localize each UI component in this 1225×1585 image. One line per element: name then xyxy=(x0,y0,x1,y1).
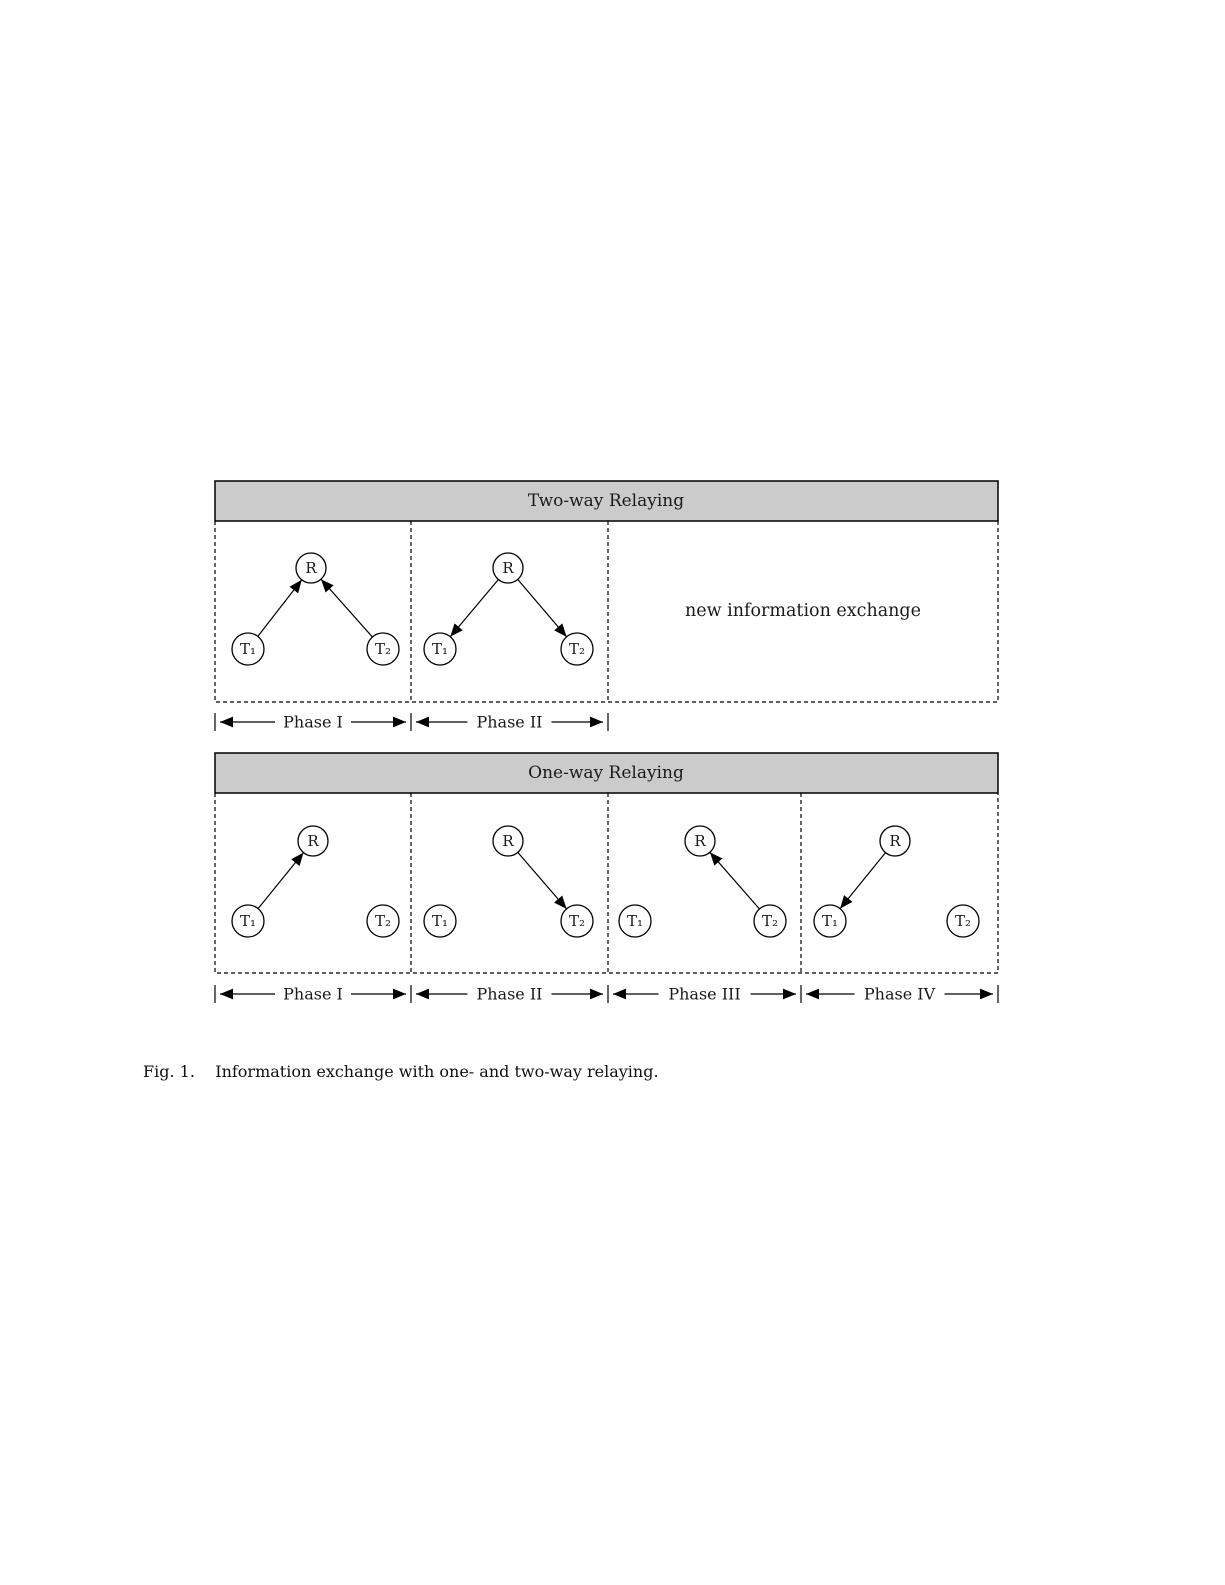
one-way-title: One-way Relaying xyxy=(528,763,684,783)
terminal2-node-label: T₂ xyxy=(375,912,391,930)
two-way-phase2-cell: R T₁ T₂ xyxy=(423,552,594,666)
relay-node-label: R xyxy=(307,832,319,850)
terminal2-node-label: T₂ xyxy=(569,912,585,930)
phase-label: Phase I xyxy=(283,713,343,732)
terminal1-node xyxy=(423,632,457,666)
one-way-body-border xyxy=(214,793,999,974)
terminal2-node-label: T₂ xyxy=(955,912,971,930)
new-information-exchange-note: new information exchange xyxy=(685,601,921,621)
one-way-header xyxy=(214,752,999,794)
phase-label: Phase II xyxy=(476,985,542,1004)
arrow-relay-to-t1 xyxy=(449,579,499,638)
one-way-phase4-cell: R T₁ T₂ xyxy=(813,825,980,938)
terminal1-node xyxy=(423,904,457,938)
one-way-phase1-cell: R T₁ T₂ xyxy=(231,825,400,938)
two-way-phase1-cell: R T₁ T₂ xyxy=(231,552,400,666)
relay-node-label: R xyxy=(305,559,317,577)
arrow-relay-to-t1 xyxy=(839,852,886,909)
relay-node xyxy=(879,825,911,857)
relay-node xyxy=(492,552,524,584)
figure-caption: Fig. 1. Information exchange with one- a… xyxy=(143,1062,659,1081)
relay-node xyxy=(492,825,524,857)
arrow-relay-to-t2 xyxy=(517,852,568,910)
relay-node xyxy=(297,825,329,857)
terminal2-node-label: T₂ xyxy=(375,640,391,658)
one-way-phase2-cell: R T₁ T₂ xyxy=(423,825,594,938)
terminal2-node xyxy=(366,632,400,666)
one-way-phase-ruler: Phase I Phase II Phase III Phase IV xyxy=(214,985,999,1004)
two-way-phase-ruler: Phase I Phase II xyxy=(214,713,609,732)
phase-label: Phase IV xyxy=(864,985,936,1004)
terminal1-node-label: T₁ xyxy=(822,912,838,930)
phase-label: Phase III xyxy=(668,985,740,1004)
relay-node-label: R xyxy=(502,559,514,577)
arrow-t1-to-relay xyxy=(257,852,304,909)
terminal2-node xyxy=(366,904,400,938)
terminal1-node xyxy=(231,632,265,666)
arrow-t2-to-relay xyxy=(709,851,760,910)
two-way-title: Two-way Relaying xyxy=(528,491,684,511)
terminal2-node xyxy=(946,904,980,938)
relay-node-label: R xyxy=(694,832,706,850)
terminal1-node xyxy=(618,904,652,938)
terminal1-node-label: T₁ xyxy=(240,640,256,658)
terminal1-node-label: T₁ xyxy=(432,640,448,658)
terminal1-node-label: T₁ xyxy=(240,912,256,930)
terminal1-node-label: T₁ xyxy=(432,912,448,930)
terminal2-node xyxy=(560,632,594,666)
terminal2-node-label: T₂ xyxy=(762,912,778,930)
terminal2-node xyxy=(753,904,787,938)
relay-node xyxy=(295,552,327,584)
terminal2-node xyxy=(560,904,594,938)
arrow-relay-to-t2 xyxy=(517,579,568,638)
arrow-t2-to-relay xyxy=(320,578,373,638)
terminal1-node-label: T₁ xyxy=(627,912,643,930)
two-way-header xyxy=(214,480,999,522)
relay-node-label: R xyxy=(889,832,901,850)
terminal1-node xyxy=(813,904,847,938)
relay-node xyxy=(684,825,716,857)
terminal1-node xyxy=(231,904,265,938)
phase-label: Phase I xyxy=(283,985,343,1004)
one-way-phase3-cell: R T₁ T₂ xyxy=(618,825,787,938)
two-way-panel: Two-way Relaying R T₁ T₂ R xyxy=(214,480,999,732)
terminal2-node-label: T₂ xyxy=(569,640,585,658)
phase-label: Phase II xyxy=(476,713,542,732)
arrow-t1-to-relay xyxy=(257,579,303,637)
relay-node-label: R xyxy=(502,832,514,850)
one-way-panel: One-way Relaying R T₁ T₂ R T₁ xyxy=(214,752,999,1004)
